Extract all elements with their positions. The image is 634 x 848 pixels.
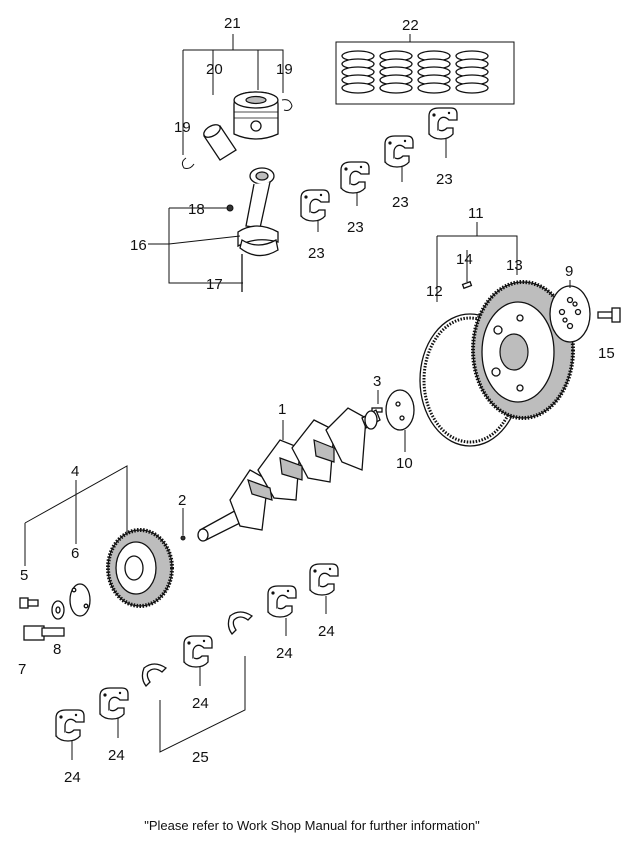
snap-ring-right [281,99,293,111]
flywheel [471,280,575,420]
callout-24-d: 24 [108,747,125,764]
callout-6: 6 [71,545,79,562]
callout-5: 5 [20,567,28,584]
callout-19-left: 19 [174,119,191,136]
piston-pin [203,124,237,161]
callout-16: 16 [130,237,147,254]
footer-note: "Please refer to Work Shop Manual for fu… [144,818,480,833]
callout-19-right: 19 [276,61,293,78]
callout-12: 12 [426,283,443,300]
main-bearing-2 [267,585,297,618]
crankshaft-sprocket [385,389,415,431]
main-bearing-1 [309,563,339,596]
callout-18: 18 [188,201,205,218]
snap-ring-left [181,157,195,169]
rod-bearing-2 [340,161,370,194]
crank-pin-2 [180,535,186,541]
callout-23-b: 23 [347,219,364,236]
adapter-plate [549,285,591,343]
ring-set [341,50,375,94]
callout-1: 1 [278,401,286,418]
piston [233,91,279,140]
callout-labels: 1 2 3 4 5 6 7 8 9 10 11 12 13 14 15 16 1… [18,15,615,786]
callout-24-e: 24 [64,769,81,786]
main-bearing-4 [99,687,129,720]
thrust-washer-2 [141,663,167,687]
rod-bearing-4 [428,107,458,140]
damper-pulley [106,528,174,608]
rod-bearing-3 [384,135,414,168]
callout-7: 7 [18,661,26,678]
dowel-pin [461,280,473,290]
connecting-rod [226,167,279,292]
pulley-washer [69,583,91,617]
main-bearing-5 [55,709,85,742]
pulley-bolt-7 [23,625,65,641]
callout-24-b: 24 [276,645,293,662]
main-bearing-3 [183,635,213,668]
callout-8: 8 [53,641,61,658]
callout-23-d: 23 [436,171,453,188]
callout-24-a: 24 [318,623,335,640]
callout-10: 10 [396,455,413,472]
callout-4: 4 [71,463,79,480]
callout-3: 3 [373,373,381,390]
callout-15: 15 [598,345,615,362]
callout-25: 25 [192,749,209,766]
callout-9: 9 [565,263,573,280]
crankshaft [197,407,381,542]
small-bolt-5 [19,597,39,609]
thrust-washer-1 [227,611,253,635]
callout-23-a: 23 [308,245,325,262]
callout-14: 14 [456,251,473,268]
callout-17: 17 [206,276,223,293]
rod-bearing-1 [300,189,330,222]
callout-11: 11 [468,205,484,222]
callout-20: 20 [206,61,223,78]
washer-8 [51,600,65,620]
callout-24-c: 24 [192,695,209,712]
callout-23-c: 23 [392,194,409,211]
piston-ring-sets [335,41,515,105]
callout-21: 21 [224,15,241,32]
callout-13: 13 [506,257,523,274]
callout-2: 2 [178,492,186,509]
flywheel-bolt [597,307,621,323]
callout-22: 22 [402,17,419,34]
